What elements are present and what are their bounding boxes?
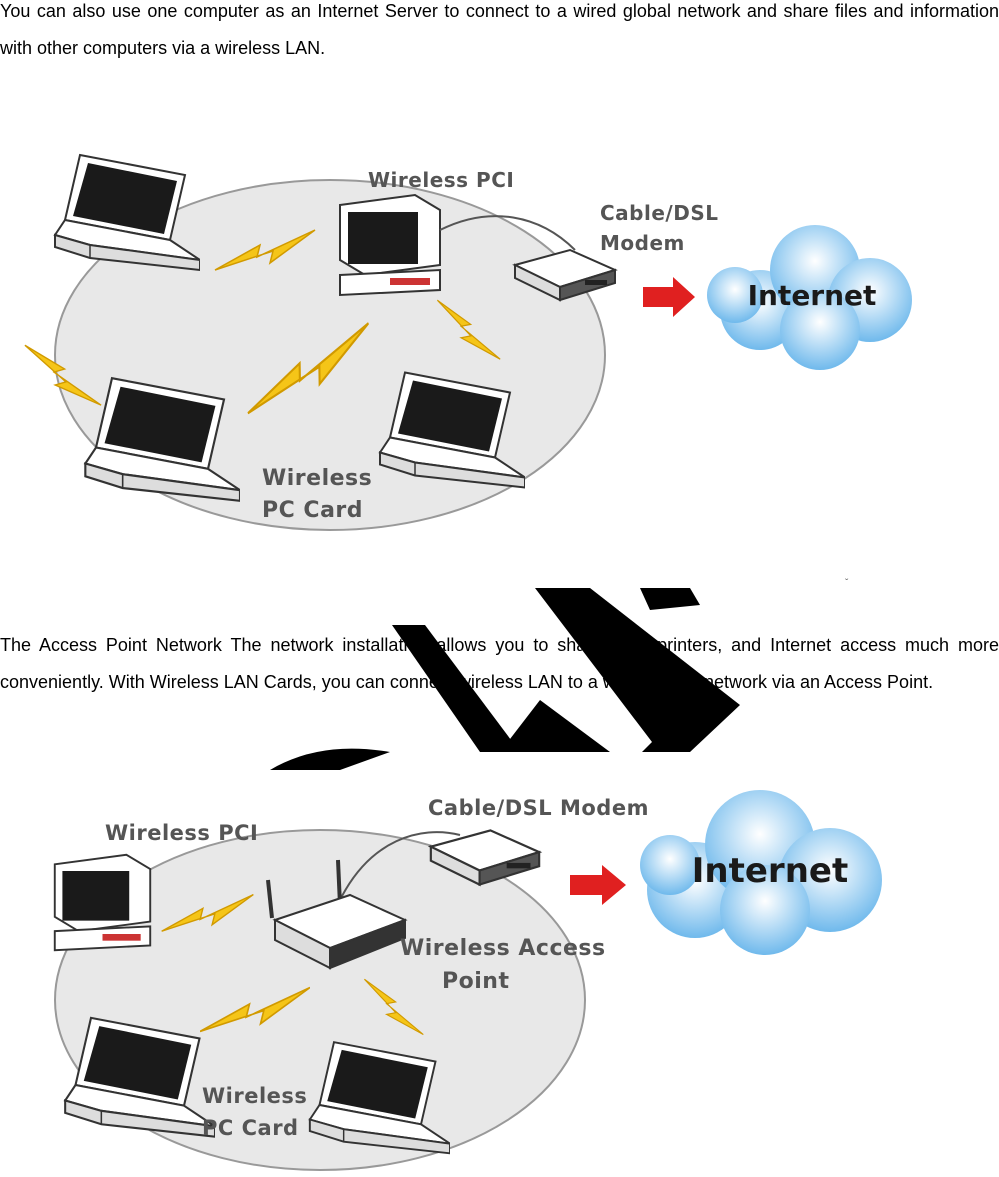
arrow-icon [570, 865, 626, 905]
access-point-label: Point [442, 969, 509, 994]
access-point-paragraph: The Access Point Network The network ins… [0, 635, 999, 692]
desktop-pc-icon [339, 194, 441, 296]
arrow-icon [643, 277, 695, 317]
stray-mark: ˇ [845, 578, 849, 589]
pc-card-label: Wireless [262, 466, 372, 491]
desktop-pc-icon [53, 853, 152, 952]
internet-cloud-icon: Internet [640, 790, 882, 955]
internet-server-network-diagram: Internet Wireless PCI Cable/DSL Modem Wi… [24, 154, 912, 531]
internet-cloud-icon: Internet [707, 225, 912, 370]
access-point-label: Wireless Access [400, 936, 606, 961]
modem-label: Modem [600, 231, 685, 255]
cable-line [339, 831, 461, 901]
pc-card-label: PC Card [262, 498, 363, 523]
internet-label: Internet [748, 279, 877, 312]
pc-card-label: PC Card [202, 1116, 299, 1140]
pc-card-label: Wireless [202, 1084, 307, 1108]
access-point-network-diagram: Internet Wireless PCI Cable/DSL Modem Wi… [53, 790, 882, 1171]
cable-line [439, 215, 576, 251]
access-point-icon [266, 859, 408, 970]
modem-label: Cable/DSL [600, 201, 718, 225]
internet-label: Internet [692, 851, 848, 891]
wireless-pci-label: Wireless PCI [368, 168, 514, 192]
modem-label: Cable/DSL Modem [428, 796, 649, 820]
lightning-icon [436, 299, 501, 360]
lightning-icon [24, 344, 102, 406]
lightning-icon [364, 978, 424, 1036]
intro-paragraph: You can also use one computer as an Inte… [0, 1, 999, 58]
wireless-pci-label: Wireless PCI [105, 821, 258, 845]
